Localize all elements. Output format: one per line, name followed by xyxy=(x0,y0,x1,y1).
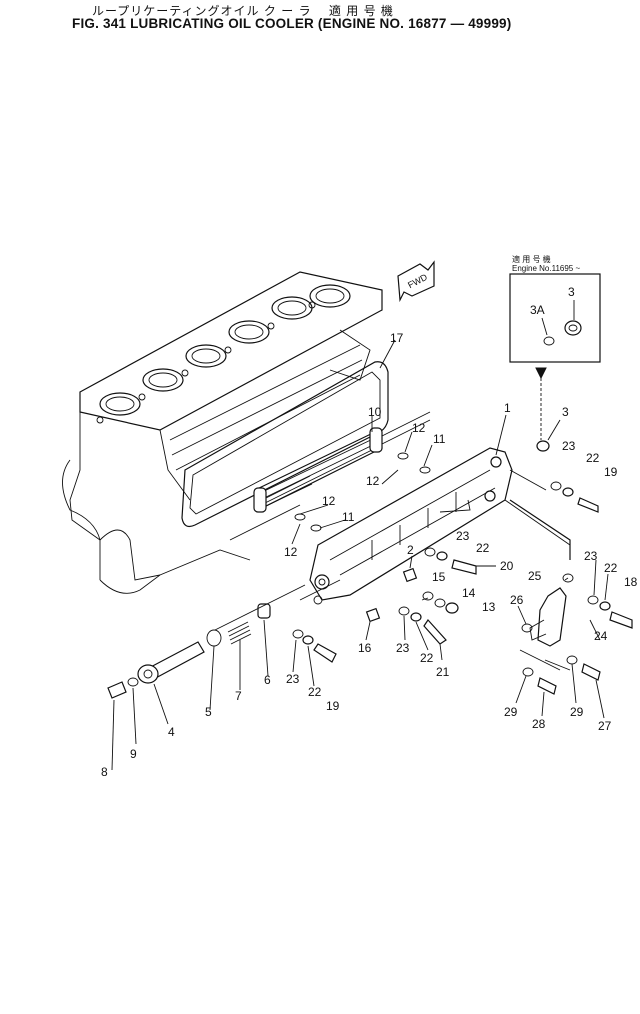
label-23-far: 23 xyxy=(584,549,598,563)
label-29-right: 29 xyxy=(570,705,584,719)
label-14: 14 xyxy=(462,586,476,600)
label-1: 1 xyxy=(504,401,511,415)
label-7: 7 xyxy=(235,689,242,703)
bolt-group-20 xyxy=(424,547,477,575)
pipe-assembly-24 xyxy=(509,499,633,695)
label-6: 6 xyxy=(264,673,271,687)
label-25: 25 xyxy=(528,569,542,583)
label-3a: 3A xyxy=(530,303,545,317)
plug-3 xyxy=(536,419,561,452)
assembly-lines xyxy=(214,469,571,631)
label-3: 3 xyxy=(562,405,569,419)
inset-heading-jp: 適 用 号 機 xyxy=(512,254,551,264)
leader-lines xyxy=(111,339,609,771)
label-11b: 11 xyxy=(342,510,355,524)
japanese-title: ループリケーティングオイル ク ー ラ 適 用 号 機 xyxy=(92,4,394,18)
label-19-right: 19 xyxy=(604,465,618,479)
bolt-group-19-right xyxy=(550,481,599,513)
label-22-right: 22 xyxy=(586,451,600,465)
gasket-17 xyxy=(181,361,389,528)
washer-group-13-15 xyxy=(422,591,459,614)
cooler-cover-1 xyxy=(309,447,513,605)
label-15: 15 xyxy=(432,570,446,584)
label-22-far: 22 xyxy=(604,561,618,575)
bolt-group-21 xyxy=(398,606,447,645)
label-11a: 11 xyxy=(433,432,446,446)
cylinder-bores xyxy=(99,284,351,416)
label-22-low: 22 xyxy=(420,651,434,665)
label-18: 18 xyxy=(624,575,638,589)
label-10: 10 xyxy=(368,405,382,419)
label-4: 4 xyxy=(168,725,175,739)
label-23-front: 23 xyxy=(286,672,300,686)
label-24: 24 xyxy=(594,629,608,643)
label-16: 16 xyxy=(358,641,372,655)
label-21: 21 xyxy=(436,665,450,679)
label-13: 13 xyxy=(482,600,496,614)
label-9: 9 xyxy=(130,747,137,761)
part-number-labels: 17 10 12 11 12 1 12 11 12 3 3 3A 23 22 1… xyxy=(101,285,638,779)
label-8: 8 xyxy=(101,765,108,779)
plug-16 xyxy=(365,607,381,623)
label-20: 20 xyxy=(500,559,514,573)
bolt-group-19-front xyxy=(292,629,337,663)
inset-heading-en: Engine No.11695 ~ xyxy=(512,264,580,273)
nut-2 xyxy=(402,555,418,583)
label-27: 27 xyxy=(598,719,612,733)
label-17: 17 xyxy=(390,331,404,345)
label-23-right: 23 xyxy=(562,439,576,453)
figure-title: FIG. 341 LUBRICATING OIL COOLER (ENGINE … xyxy=(72,16,512,31)
label-5: 5 xyxy=(205,705,212,719)
label-23-mid: 23 xyxy=(456,529,470,543)
label-22-front: 22 xyxy=(308,685,322,699)
label-12a: 12 xyxy=(412,421,426,435)
fwd-arrow: FWD xyxy=(397,260,435,303)
label-26: 26 xyxy=(510,593,524,607)
label-28: 28 xyxy=(532,717,546,731)
cooler-element-10 xyxy=(253,411,431,513)
inset-box: 適 用 号 機 Engine No.11695 ~ xyxy=(509,254,601,363)
label-19-front: 19 xyxy=(326,699,340,713)
label-29-left: 29 xyxy=(504,705,518,719)
label-3-inset: 3 xyxy=(568,285,575,299)
label-12c: 12 xyxy=(322,494,336,508)
label-23-low: 23 xyxy=(396,641,410,655)
inset-arrow xyxy=(535,367,547,440)
label-22-mid: 22 xyxy=(476,541,490,555)
label-12d: 12 xyxy=(284,545,298,559)
label-2: 2 xyxy=(407,543,414,557)
fwd-label: FWD xyxy=(406,272,429,291)
valve-assembly-4 xyxy=(107,603,271,699)
engine-block xyxy=(62,271,383,594)
label-12b: 12 xyxy=(366,474,380,488)
